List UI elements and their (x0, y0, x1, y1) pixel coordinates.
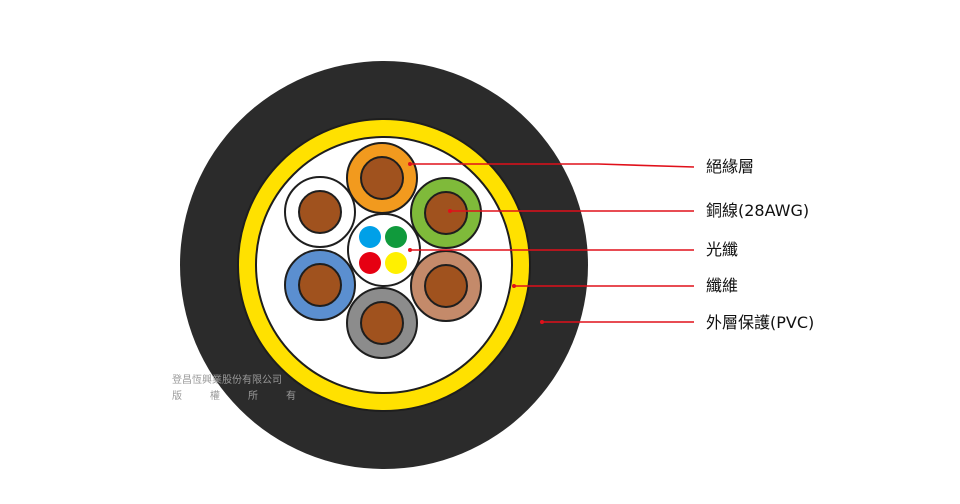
conductor-upper-right-green (410, 177, 482, 249)
leader-insulation (410, 163, 695, 168)
conductor-top-orange (346, 142, 418, 214)
optical-fiber-bundle (347, 213, 421, 287)
label-copper: 銅線(28AWG) (706, 201, 810, 220)
label-insulation: 絕緣層 (706, 157, 755, 176)
conductor-lower-left-blue (284, 249, 356, 321)
fiber-blue (359, 226, 381, 248)
label-aramid-fiber: 纖維 (706, 276, 739, 295)
fiber-green (385, 226, 407, 248)
watermark-rights-char: 版 (172, 391, 182, 402)
label-jacket: 外層保護(PVC) (706, 313, 815, 332)
watermark-rights-char: 所 (248, 391, 258, 402)
conductor-lower-right-tan (410, 250, 482, 322)
fiber-yellow (385, 252, 407, 274)
leader-dots (408, 162, 544, 324)
fiber-red (359, 252, 381, 274)
watermark-rights-char: 權 (210, 391, 220, 402)
watermark-rights: 版權所有 (172, 390, 324, 404)
watermark-rights-char: 有 (286, 391, 296, 402)
leader-lines (410, 163, 695, 323)
watermark-company: 登昌恆興業股份有限公司 (172, 375, 282, 386)
conductor-upper-left-white (284, 176, 356, 248)
conductor-bottom-gray (346, 287, 418, 359)
label-optical-fiber: 光纖 (706, 240, 739, 259)
